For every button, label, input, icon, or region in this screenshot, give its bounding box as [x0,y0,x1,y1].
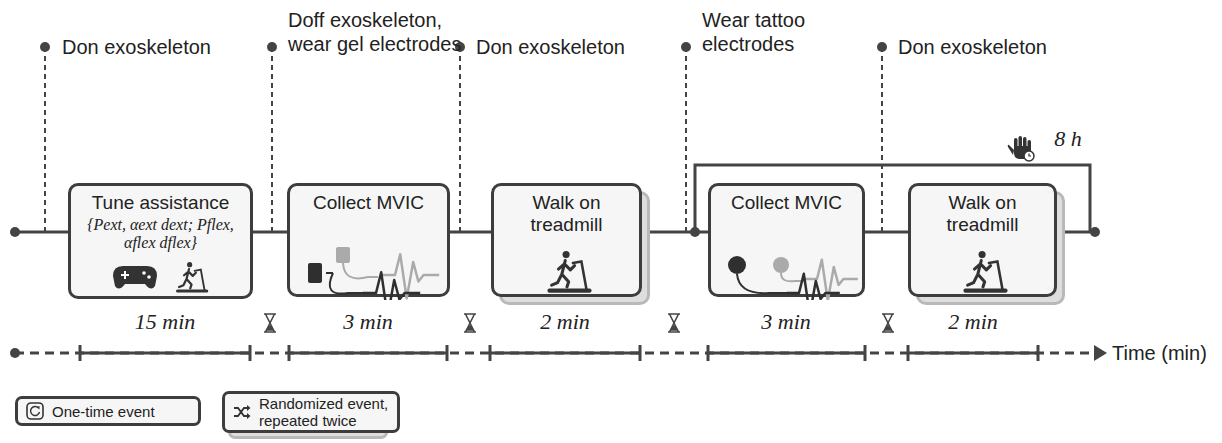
axis-dot [10,348,20,358]
timeline-connector [450,231,491,234]
time-axis [15,345,1095,361]
event-box: Tune assistance{Pext, αext dext; Pflex, … [68,183,253,299]
event-note: Time (min) [1112,341,1220,365]
event-note: Don exoskeleton [62,35,262,59]
event-title: Tune assistance [92,192,230,214]
event-note: Wear tattoo electrodes [702,8,832,56]
timeline-connector [642,231,708,234]
legend-text: Randomized event, repeated twice [259,395,389,429]
event-leaders [45,47,882,232]
duration-label: 2 min [515,310,615,334]
event-box: Collect MVIC [708,183,865,297]
duration-label: 3 min [318,310,418,334]
event-note: Doff exoskeleton, wear gel electrodes [288,8,473,56]
event-title: Collect MVIC [313,192,424,214]
event-note: Don exoskeleton [476,35,676,59]
duration-label: 15 min [115,310,215,334]
hand-clock-icon [1008,136,1034,161]
parameter-formula: {Pext, αext dext; Pflex, αflex dflex} [86,216,236,252]
event-title: Walk on treadmill [500,192,633,236]
duration-label: 8 h [1038,127,1098,151]
duration-label: 2 min [923,310,1023,334]
duration-label: 3 min [736,310,836,334]
legend-text: One-time event [52,403,155,420]
event-box: Collect MVIC [287,183,450,297]
legend-item: One-time event [15,396,201,426]
legend-icon [26,402,44,420]
timeline-connector [865,231,908,234]
event-title: Walk on treadmill [917,192,1048,236]
legend-item: Randomized event, repeated twice [222,391,400,433]
event-note: Don exoskeleton [898,35,1098,59]
event-title: Collect MVIC [731,192,842,214]
event-box: Walk on treadmill [908,183,1057,297]
axis-arrowhead [1094,345,1107,361]
timeline-connector [253,231,287,234]
event-box: Walk on treadmill [491,183,642,297]
legend-icon [233,403,251,421]
